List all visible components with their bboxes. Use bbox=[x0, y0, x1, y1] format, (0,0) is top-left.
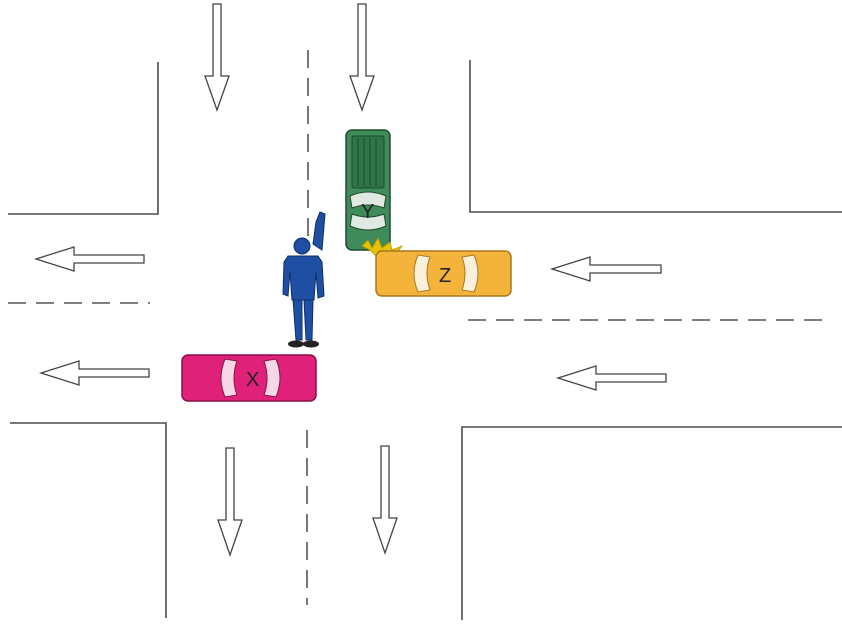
arrow-down-icon bbox=[204, 3, 230, 112]
vehicle-y-label: Y bbox=[361, 201, 374, 223]
arrow-down-icon bbox=[217, 447, 243, 558]
road-curbs bbox=[8, 60, 842, 620]
arrow-left-icon bbox=[33, 246, 145, 272]
lane-dividers bbox=[8, 50, 832, 605]
traffic-officer bbox=[282, 211, 326, 348]
curb-bottom-left bbox=[10, 422, 167, 618]
arrow-down-icon bbox=[372, 445, 398, 556]
curb-top-right bbox=[469, 60, 842, 213]
arrow-down-icon bbox=[349, 3, 375, 112]
vehicle-y: Y bbox=[345, 129, 391, 251]
vehicle-x: X bbox=[181, 354, 317, 402]
curb-top-left bbox=[8, 62, 159, 215]
vehicle-x-label: X bbox=[246, 369, 259, 391]
vehicle-z: Z bbox=[375, 250, 512, 297]
vehicle-z-label: Z bbox=[439, 265, 451, 287]
arrow-left-icon bbox=[38, 360, 150, 386]
arrow-left-icon bbox=[549, 256, 662, 282]
arrow-left-icon bbox=[555, 365, 667, 391]
curb-bottom-right bbox=[461, 426, 842, 620]
traffic-arrows bbox=[33, 3, 667, 558]
